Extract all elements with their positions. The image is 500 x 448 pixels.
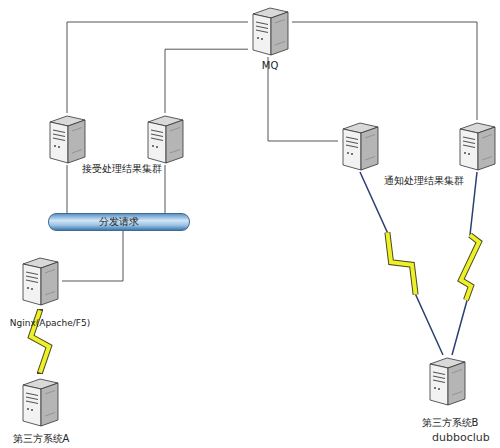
server-icon	[18, 376, 62, 428]
watermark: dubboclub	[432, 431, 490, 444]
server-icon	[248, 5, 292, 57]
server-node: MQ	[248, 5, 292, 57]
network-link	[360, 172, 443, 355]
server-icon	[18, 255, 62, 307]
lightning-bolt	[461, 235, 479, 300]
server-node: 第三方系统A	[18, 376, 62, 428]
node-label: 通知处理结果集群	[382, 175, 466, 187]
server-node: 通知处理结果集群	[338, 120, 382, 172]
wire	[292, 22, 477, 120]
node-label: 第三方系统A	[8, 433, 74, 445]
lightning-bolt-outline	[461, 235, 479, 300]
node-label: 第三方系统B	[419, 417, 481, 429]
node-label: MQ	[238, 60, 302, 72]
wire	[67, 22, 248, 113]
wire	[67, 165, 68, 213]
server-node: 接受处理结果集群	[143, 113, 187, 165]
server-icon	[143, 113, 187, 165]
server-icon	[50, 116, 85, 163]
bus-pipe: 分发请求	[48, 213, 190, 231]
lightning-bolt-outline	[387, 232, 415, 294]
connector-line	[165, 49, 248, 113]
connector-line	[165, 165, 166, 213]
node-label: Nginx(Apache/F5)	[4, 317, 96, 329]
wire	[452, 172, 479, 355]
connector-line	[62, 231, 123, 281]
server-node: Nginx(Apache/F5)	[18, 255, 62, 307]
server-icon	[338, 120, 382, 172]
server-icon	[460, 123, 495, 170]
lightning-bolt	[387, 232, 415, 294]
server-icon	[425, 355, 469, 407]
node-label: 分发请求	[49, 216, 189, 228]
server-node: 第三方系统B	[425, 355, 469, 407]
connector-line	[268, 57, 338, 141]
node-label: 接受处理结果集群	[80, 163, 164, 175]
